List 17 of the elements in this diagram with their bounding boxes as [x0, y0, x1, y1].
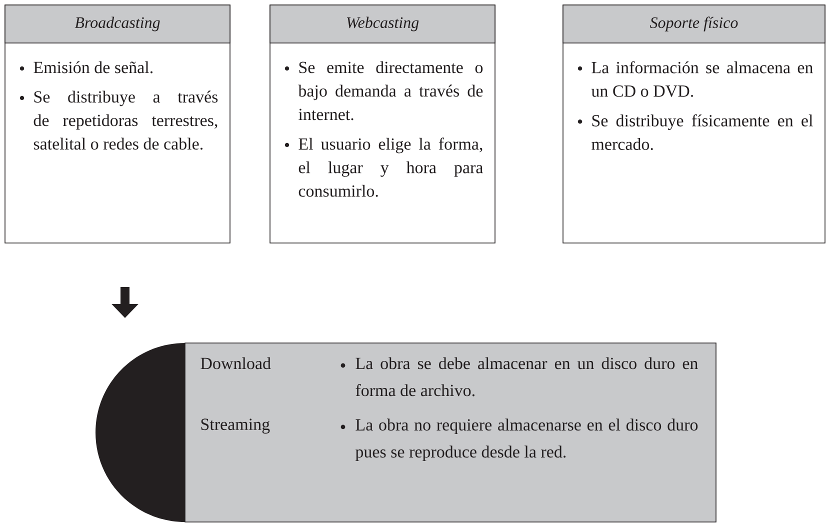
bullet-text: Se distribuye físicamente en el mercado.: [592, 114, 813, 150]
heading-text: Broadcasting: [74, 16, 160, 32]
info-card: [270, 4, 496, 244]
definition-text: La obra no requiere almacenarse en el disco duro pues se reproduce desde la red.: [355, 418, 698, 462]
bullet-text: La información se almacena en un CD o DVD.: [591, 61, 813, 97]
definition-text: La obra se debe almacenar en un disco duro en forma de archivo.: [356, 357, 698, 396]
bullet-text: Se emite directamente o bajo demanda a través de internet.: [298, 61, 483, 120]
heading-text: Soporte físico: [650, 16, 738, 32]
info-card: [4, 4, 230, 244]
bullet-text: El usuario elige la forma, el lugar y hora para consumirlo.: [298, 138, 483, 197]
bullet-text: Se distribuye a través de repetidoras terrestres, satelital o redes de cable.: [34, 90, 218, 150]
bullet-text: Emisión de señal.: [34, 61, 152, 74]
term-text: Streaming: [201, 418, 270, 434]
heading-text: Webcasting: [346, 16, 419, 32]
info-card: [562, 4, 826, 244]
info-panel-drawing: [96, 342, 716, 522]
term-text: Download: [200, 357, 271, 370]
